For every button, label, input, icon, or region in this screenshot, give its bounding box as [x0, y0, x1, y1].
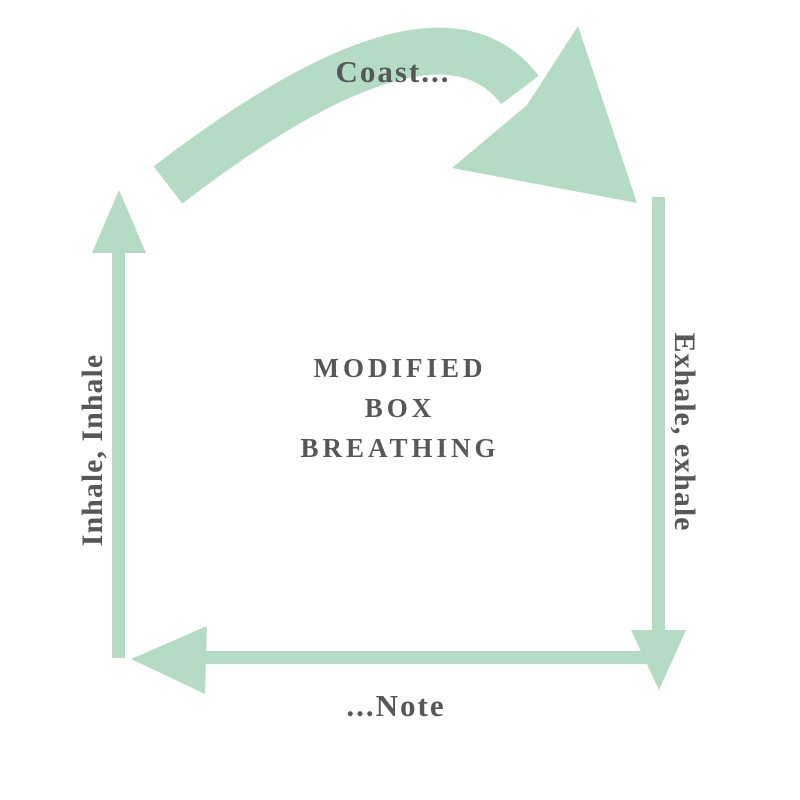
arc-arrow-head: [452, 26, 637, 203]
label-exhale: Exhale, exhale: [668, 332, 701, 532]
up-arrow-shaft: [112, 248, 125, 658]
label-inhale: Inhale, Inhale: [76, 353, 109, 547]
title-line-1: MODIFIED: [313, 353, 487, 383]
arc-arrow-band: [153, 27, 539, 204]
title-line-2: BOX: [364, 393, 436, 423]
left-arrow-head: [131, 626, 207, 694]
left-arrow-shaft: [200, 651, 663, 664]
arc-arrow-icon: [153, 26, 637, 204]
down-arrow-shaft: [652, 197, 665, 633]
left-arrow-icon: [131, 626, 663, 694]
title-line-3: BREATHING: [300, 433, 500, 463]
diagram-title: MODIFIED BOX BREATHING: [300, 348, 499, 468]
label-note: ...Note: [346, 688, 446, 723]
label-coast: Coast...: [335, 54, 451, 89]
up-arrow-icon: [92, 190, 146, 658]
up-arrow-head: [92, 190, 146, 253]
